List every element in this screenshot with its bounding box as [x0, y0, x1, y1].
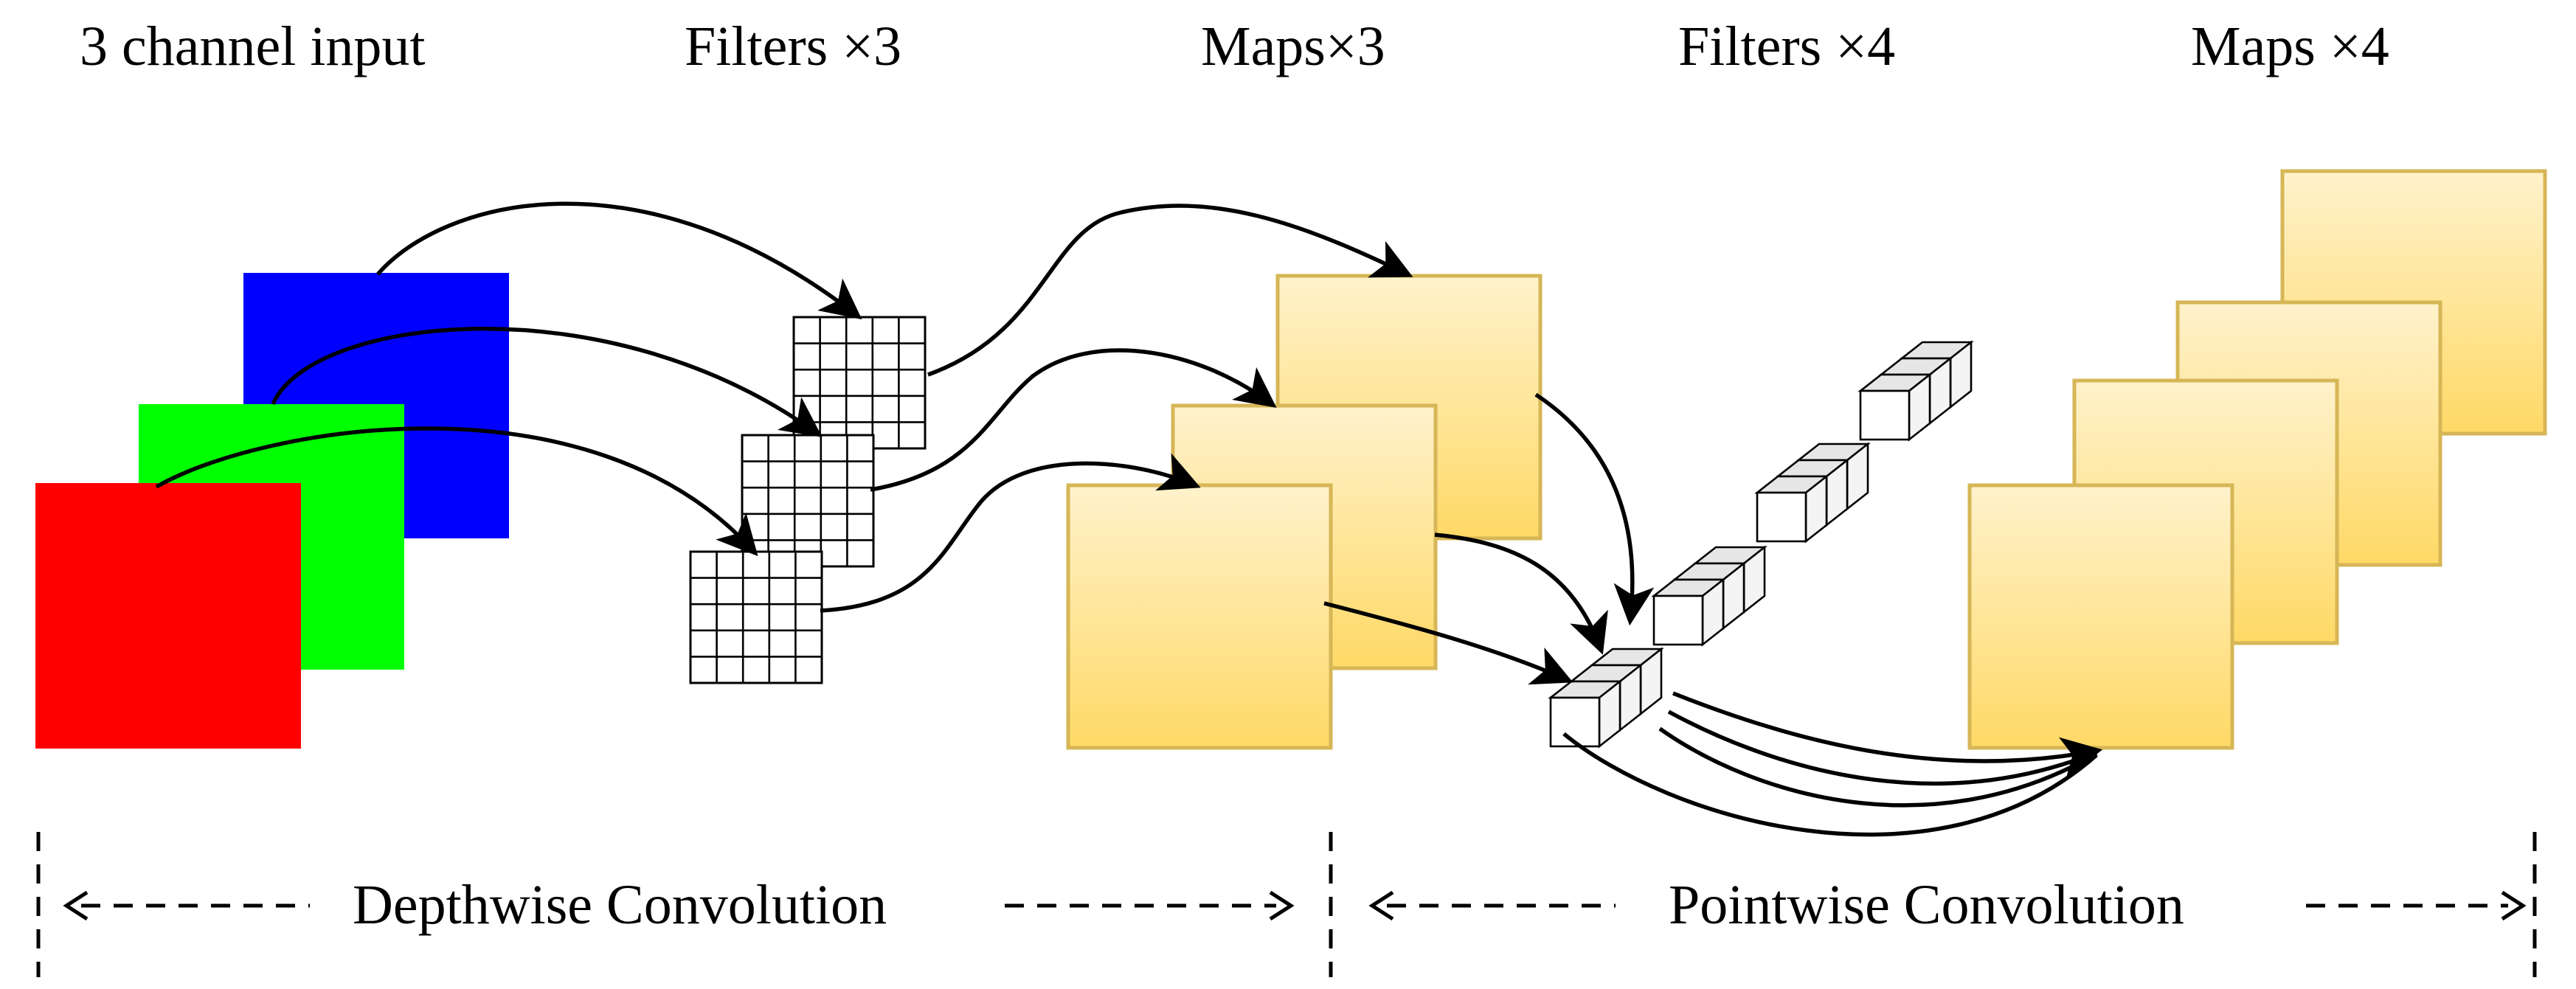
right-arrowhead-pointwise	[2501, 890, 2527, 921]
arrow-cube-to-output-1	[1672, 691, 2103, 777]
header-filters-depthwise: Filters ×3	[685, 15, 901, 77]
cube-front-face	[1549, 696, 1601, 748]
arrow-map-bottom-to-cube	[1323, 601, 1573, 685]
pointwise-map-4	[1967, 483, 2234, 750]
section-pointwise: Pointwise Convolution	[1368, 874, 2527, 936]
pointwise-maps	[1967, 169, 2547, 750]
pointwise-filter-4	[1857, 340, 1974, 442]
section-depthwise: Depthwise Convolution	[63, 874, 1295, 936]
header-maps-pointwise: Maps ×4	[2191, 15, 2389, 77]
pointwise-filter-2	[1651, 545, 1767, 647]
arrow-red-to-filter	[155, 426, 758, 557]
arrow-filter2-to-map	[870, 348, 1277, 492]
cube-front-face	[1756, 491, 1807, 543]
arrow-filter1-to-map	[927, 204, 1413, 377]
right-arrowhead-depthwise	[1269, 890, 1295, 921]
header-filters-pointwise: Filters ×4	[1678, 15, 1895, 77]
arrow-cube-to-output-4	[1562, 732, 2098, 837]
flow-arrows	[155, 201, 2103, 837]
header-input: 3 channel input	[80, 15, 426, 77]
input-channels	[35, 273, 509, 749]
cube-front-face	[1859, 389, 1911, 441]
section-separators	[36, 832, 2537, 977]
depthwise-map-3	[1066, 483, 1333, 750]
pointwise-filter-1	[1548, 647, 1664, 749]
depthwise-filters	[689, 316, 927, 684]
cube-front-face	[1652, 594, 1704, 646]
filter-grid-3	[689, 550, 823, 684]
filter-grid-frame	[689, 550, 823, 684]
section-label-pointwise: Pointwise Convolution	[1669, 874, 2184, 936]
arrow-filter3-to-map	[820, 453, 1201, 613]
header-maps-depthwise: Maps×3	[1201, 15, 1385, 77]
arrow-cube-to-output-2	[1667, 709, 2098, 786]
filter-grid-2	[741, 434, 875, 568]
depthwise-maps	[1066, 274, 1543, 750]
left-arrowhead-pointwise	[1368, 890, 1394, 921]
arrow-blue-to-filter	[375, 201, 862, 320]
arrow-green-to-filter	[271, 327, 823, 437]
arrow-map-top-to-cube	[1534, 392, 1655, 626]
filter-grid-frame	[741, 434, 875, 568]
channel-red	[35, 483, 301, 749]
pointwise-filters	[1548, 340, 1974, 749]
arrow-map-mid-to-cube	[1434, 532, 1608, 655]
left-arrowhead-depthwise	[63, 890, 89, 921]
section-label-depthwise: Depthwise Convolution	[353, 874, 887, 936]
arrow-cube-to-output-3	[1658, 726, 2098, 808]
pointwise-filter-3	[1754, 442, 1871, 544]
